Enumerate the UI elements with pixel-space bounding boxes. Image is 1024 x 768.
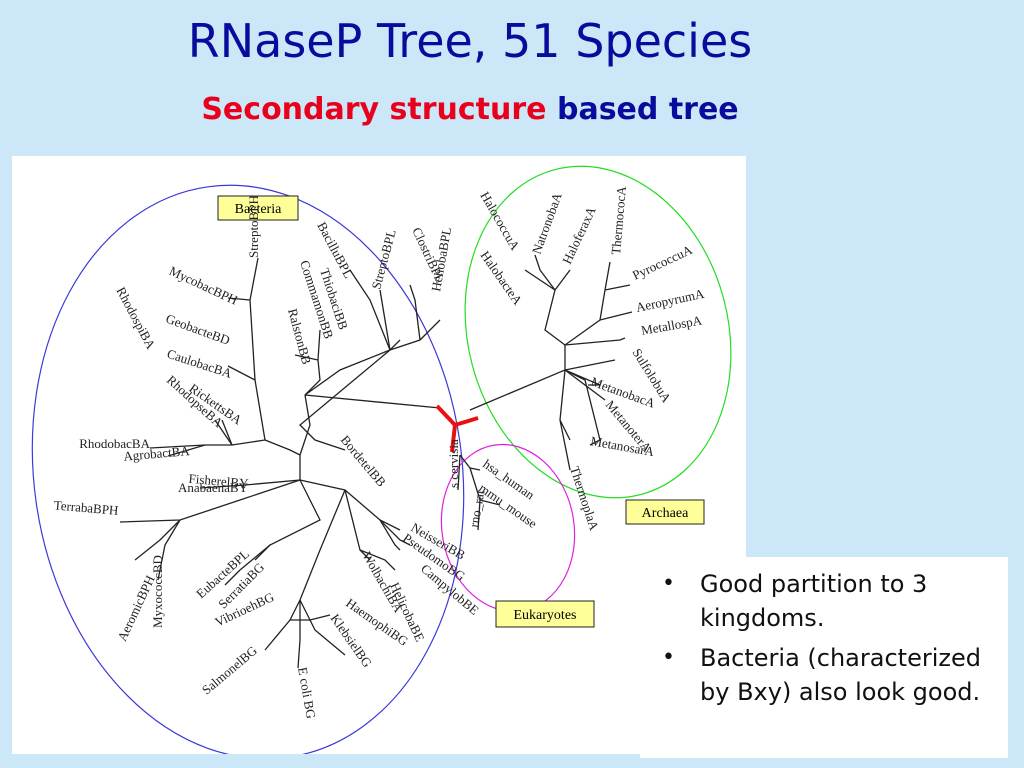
leaf-label: MetallospA xyxy=(640,312,704,338)
leaf-labels: StreptoBPHMycobacBPHGeobacteBDCaulobacBA… xyxy=(53,185,706,720)
eukaryotes-label-box: Eukaryotes xyxy=(495,600,595,628)
eukaryotes-label: Eukaryotes xyxy=(514,608,577,623)
leaf-label: RalstonBB xyxy=(285,307,314,366)
tree-branches xyxy=(119,254,633,669)
tree-root xyxy=(435,404,479,453)
bullet-marker: • xyxy=(662,571,675,596)
leaf-label: MycobacBPH xyxy=(167,263,240,308)
leaf-label: ThermoplaA xyxy=(567,464,602,532)
leaf-label: HalococcuA xyxy=(477,189,523,253)
leaf-label: AeropyrumA xyxy=(635,286,707,315)
leaf-label: PyrococcuA xyxy=(630,242,695,283)
slide-title: RNaseP Tree, 51 Species xyxy=(187,14,753,68)
subtitle-rest: based tree xyxy=(556,92,739,127)
bullet-text: Bacteria (characterized by Bxy) also loo… xyxy=(700,644,981,706)
archaea-label-box: Archaea xyxy=(625,499,705,525)
subtitle-highlight: Secondary structure xyxy=(201,92,547,127)
leaf-label: NatronobaA xyxy=(529,190,565,256)
bacteria-label-box: Bacteria xyxy=(217,195,299,221)
leaf-label: BordetelBB xyxy=(338,432,390,489)
bullet-item: • Bacteria (characterized by Bxy) also lo… xyxy=(640,641,1008,709)
leaf-label: s cervisia xyxy=(446,439,461,488)
leaf-label: GeobacteBD xyxy=(164,311,232,348)
bullet-list: • Good partition to 3 kingdoms. • Bacteria… xyxy=(640,557,1008,709)
leaf-label: E coli BG xyxy=(295,666,319,720)
leaf-label: rno_rat xyxy=(466,489,487,529)
leaf-label: AnabaenaBY xyxy=(178,480,249,495)
phylogenetic-tree: Bacteria Archaea Eukaryotes StreptoBPH My… xyxy=(31,165,732,760)
leaf-label: MyxococcBD xyxy=(150,555,165,628)
leaf-label: StreptoBPL xyxy=(368,228,398,291)
leaf-label: TerrabaBPH xyxy=(53,497,119,518)
leaf-label: RhodospiBA xyxy=(113,284,158,352)
bullet-text: Good partition to 3 kingdoms. xyxy=(700,570,928,632)
bullet-item: • Good partition to 3 kingdoms. xyxy=(640,567,1008,635)
notes-panel: • Good partition to 3 kingdoms. • Bacteria… xyxy=(640,557,1008,758)
tree-diagram-panel: Bacteria Archaea Eukaryotes StreptoBPH My… xyxy=(12,156,746,760)
archaea-label: Archaea xyxy=(642,506,689,521)
bacteria-label: Bacteria xyxy=(235,202,282,217)
leaf-label: StreptoBPH xyxy=(246,195,261,258)
leaf-label: ThermococA xyxy=(608,185,629,255)
slide-subtitle: Secondary structure based tree xyxy=(0,92,940,127)
leaf-label: SalmonelBG xyxy=(199,643,260,698)
bullet-marker: • xyxy=(662,645,675,670)
leaf-label: RhodobacBA xyxy=(79,436,150,451)
leaf-label: HalobacteA xyxy=(478,248,526,308)
leaf-label: AgrobactBA xyxy=(123,443,191,464)
archaea-ellipse xyxy=(464,165,732,499)
leaf-label: HaloferaxA xyxy=(559,204,599,267)
leaf-label: FisherelBY xyxy=(188,471,250,491)
